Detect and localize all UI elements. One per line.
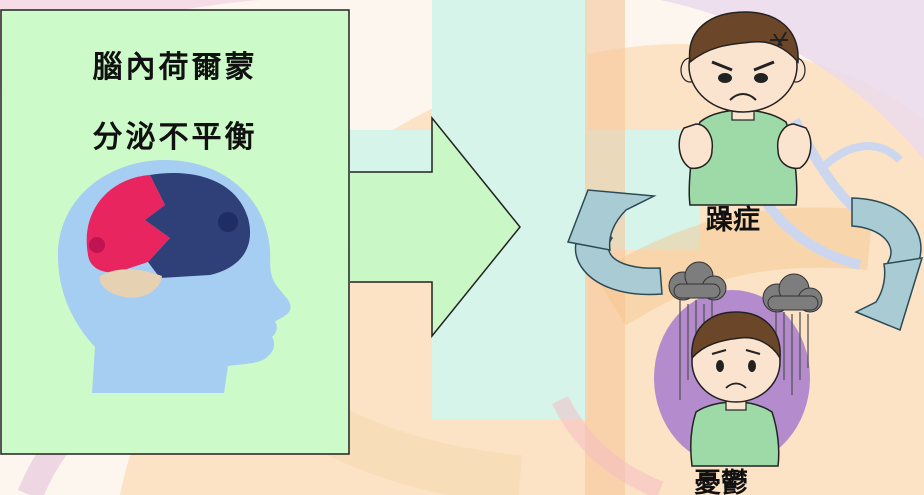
mania-label: 躁症 xyxy=(706,205,760,236)
rain-cloud-right xyxy=(762,273,823,313)
cause-arrow xyxy=(350,115,521,339)
depression-label: 憂鬱 xyxy=(694,468,748,495)
box-title-line2: 分泌不平衡 xyxy=(92,120,258,155)
brain-stem-beige xyxy=(99,269,162,298)
rain-cloud-left xyxy=(668,261,727,301)
depression-boy-illustration xyxy=(654,261,823,467)
head-brain-icon xyxy=(58,160,291,393)
mania-boy-illustration xyxy=(678,11,812,206)
cycle-arrow-right xyxy=(851,197,924,332)
brain-dot-red xyxy=(89,237,105,253)
brain-dot-navy xyxy=(218,212,238,232)
brain-lobe-red xyxy=(86,175,170,273)
box-title-line1: 腦內荷爾蒙 xyxy=(92,50,258,85)
cycle-arrow-left xyxy=(566,189,663,296)
brain-lobe-navy xyxy=(145,172,251,278)
